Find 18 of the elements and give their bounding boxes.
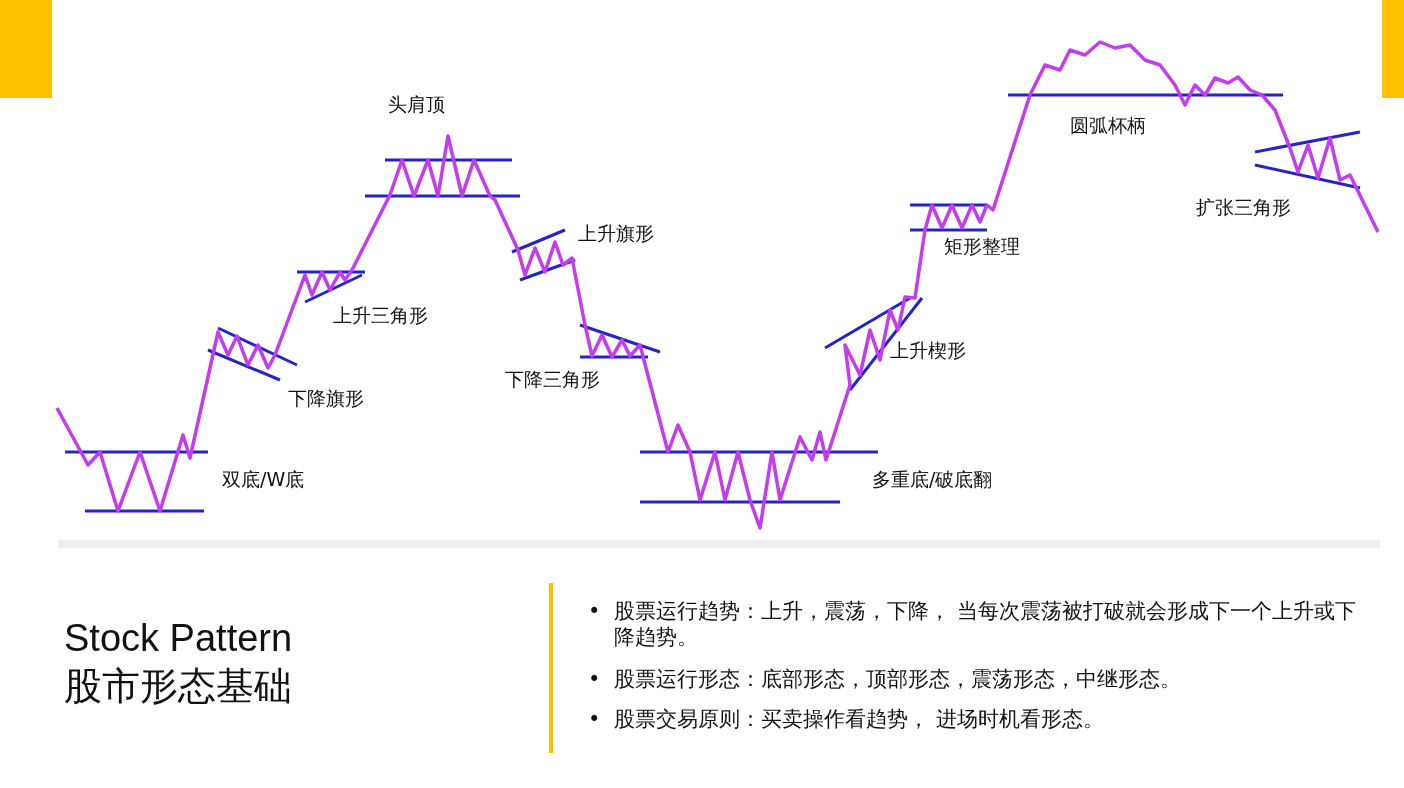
pattern-label: 多重底/破底翻 [872,467,993,492]
pattern-label: 上升旗形 [578,221,654,246]
pattern-label: 矩形整理 [944,234,1020,259]
pattern-label: 下降三角形 [505,367,600,392]
bullet-text: 股票交易原则：买卖操作看趋势， 进场时机看形态。 [614,706,1105,733]
bullet-icon: • [588,666,601,693]
pattern-label: 头肩顶 [388,92,445,117]
pattern-label: 上升三角形 [333,303,428,328]
bullet-icon: • [588,706,601,733]
bullet-text: 股票运行趋势：上升，震荡，下降， 当每次震荡被打破就会形成下一个上升或下降趋势。 [614,598,1357,651]
pattern-label: 上升楔形 [890,338,966,363]
pattern-label: 下降旗形 [288,386,364,411]
bullet-icon: • [588,598,601,625]
pattern-label: 扩张三角形 [1196,195,1291,220]
bullet-text: 股票运行形态：底部形态，顶部形态，震荡形态，中继形态。 [614,666,1182,693]
pattern-label: 圆弧杯柄 [1070,113,1146,138]
title: Stock Pattern 股市形态基础 [64,616,294,709]
pattern-label: 双底/W底 [222,467,305,492]
